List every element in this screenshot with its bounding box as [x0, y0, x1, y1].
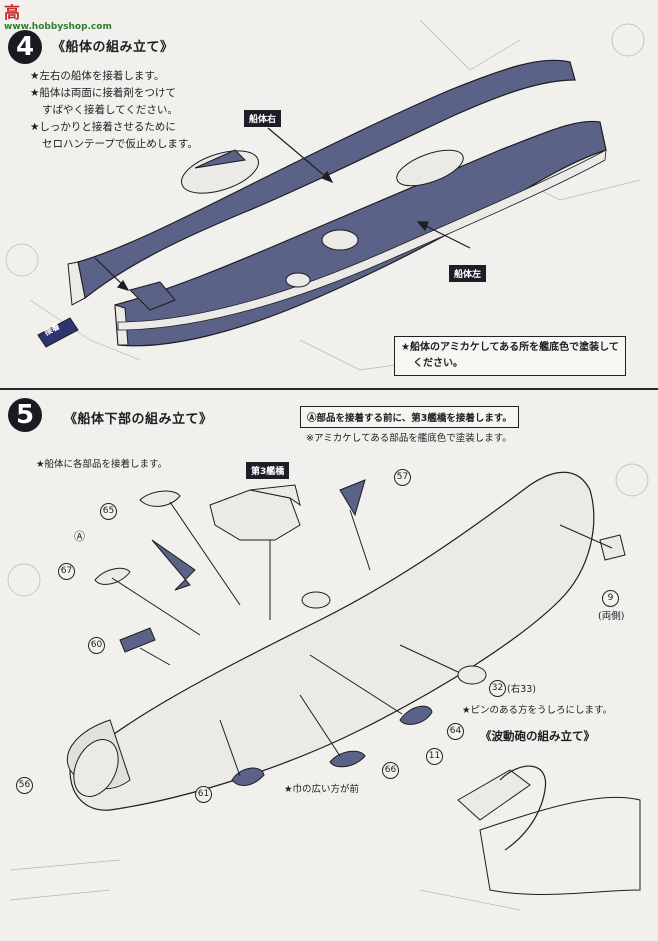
pin-note: ★ピンのある方をうしろにします。 [462, 705, 613, 716]
part-60: 60 [88, 637, 105, 654]
part-57: 57 [394, 469, 411, 486]
label-hull-right: 船体右 [244, 110, 282, 127]
part-9-note: (両側) [598, 611, 625, 622]
part-11: 11 [426, 748, 443, 765]
step-4-note-5: セロハンテープで仮止めします。 [42, 138, 198, 150]
step-5-callout: Ⓐ部品を接着する前に、第3艦橋を接着します。 [300, 406, 519, 428]
part-66: 66 [382, 762, 399, 779]
step-4-note-3: すばやく接着してください。 [42, 104, 178, 116]
step-4-note-4: ★しっかりと接着させるために [30, 121, 176, 133]
part-56: 56 [16, 777, 33, 794]
watermark-logo: 高 www.hobbyshop.com [4, 3, 112, 33]
part-32: 32 [489, 680, 506, 697]
part-32-note: (右33) [507, 684, 537, 695]
callout-line-2: ください。 [413, 358, 463, 369]
step-5-hull-illustration [7, 463, 649, 911]
step-5-paint-note: ※アミカケしてある部品を艦底色で塗装します。 [306, 433, 512, 444]
label-third-bridge: 第3艦橋 [246, 462, 290, 479]
wide-side-note: ★巾の広い方が前 [284, 784, 360, 795]
wave-gun-subtitle: 《波動砲の組み立て》 [480, 729, 595, 743]
callout-line-1: ★船体のアミカケしてある所を艦底色で塗装して [401, 342, 619, 353]
part-67: 67 [58, 563, 75, 580]
watermark-site: www.hobbyshop.com [4, 22, 112, 32]
step-4-note-2: ★船体は両面に接着剤をつけて [30, 87, 176, 99]
step-4-title: 《船体の組み立て》 [52, 40, 174, 55]
step-4-note-1: ★左右の船体を接着します。 [30, 70, 165, 82]
part-61: 61 [195, 786, 212, 803]
part-64: 64 [447, 723, 464, 740]
part-a-label: Ⓐ [74, 530, 85, 543]
step-5-note: ★船体に各部品を接着します。 [36, 459, 168, 470]
step-4-paint-callout: ★船体のアミカケしてある所を艦底色で塗装して ください。 [394, 336, 626, 376]
section-divider [0, 388, 658, 390]
step-5-title: 《船体下部の組み立て》 [64, 412, 213, 427]
part-65: 65 [100, 503, 117, 520]
step-4-hull-illustration [5, 19, 645, 371]
step-4-badge: 4 [8, 30, 42, 64]
step-5-badge: 5 [8, 398, 42, 432]
part-9: 9 [602, 590, 619, 607]
label-hull-left: 船体左 [449, 265, 487, 282]
